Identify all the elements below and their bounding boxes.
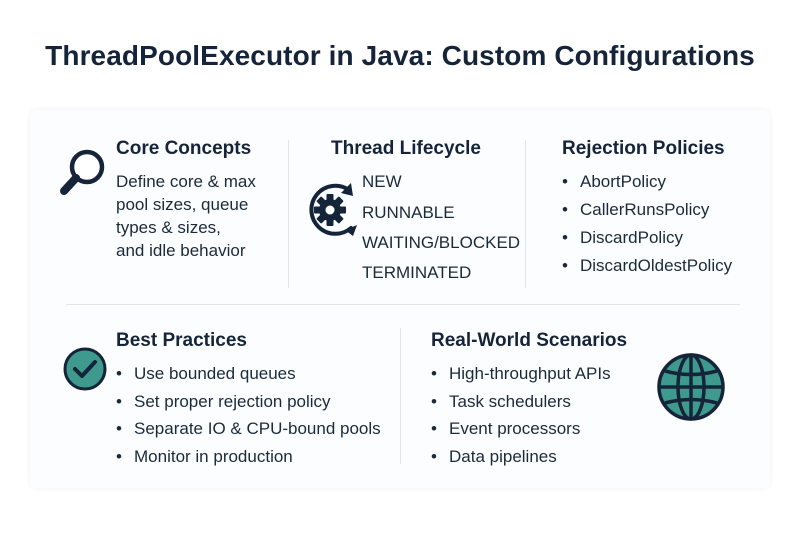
lifecycle-state: NEW (362, 172, 402, 191)
list-item: Separate IO & CPU-bound pools (116, 415, 381, 443)
lifecycle-state: WAITING/BLOCKED (362, 233, 521, 252)
vertical-divider-2 (525, 140, 526, 288)
best-practices-list: Use bounded queues Set proper rejection … (116, 360, 381, 470)
lifecycle-state: RUNNABLE (362, 203, 455, 222)
list-item: AbortPolicy (562, 168, 732, 196)
check-circle-icon (63, 347, 107, 391)
best-practices-heading: Best Practices (116, 330, 247, 351)
horizontal-divider (66, 304, 740, 305)
core-concepts-line: pool sizes, queue (116, 195, 249, 214)
list-item: DiscardOldestPolicy (562, 252, 732, 280)
core-concepts-line: and idle behavior (116, 241, 246, 260)
list-item: High-throughput APIs (431, 360, 611, 388)
list-item: Monitor in production (116, 443, 381, 471)
list-item: DiscardPolicy (562, 224, 732, 252)
list-item: Event processors (431, 415, 611, 443)
list-item: Use bounded queues (116, 360, 381, 388)
vertical-divider-1 (288, 140, 289, 288)
lifecycle-state: TERMINATED (362, 263, 472, 282)
globe-icon (657, 353, 725, 421)
rejection-policies-heading: Rejection Policies (562, 138, 725, 159)
thread-lifecycle-heading: Thread Lifecycle (331, 138, 481, 159)
real-world-scenarios-list: High-throughput APIs Task schedulers Eve… (431, 360, 611, 470)
core-concepts-description: Define core & max pool sizes, queue type… (116, 170, 256, 262)
core-concepts-line: types & sizes, (116, 218, 221, 237)
magnifier-icon (60, 149, 105, 195)
list-item: Task schedulers (431, 388, 611, 416)
vertical-divider-3 (400, 328, 401, 464)
core-concepts-heading: Core Concepts (116, 138, 252, 159)
core-concepts-line: Define core & max (116, 172, 256, 191)
list-item: Set proper rejection policy (116, 388, 381, 416)
list-item: Data pipelines (431, 443, 611, 471)
real-world-scenarios-heading: Real-World Scenarios (431, 330, 628, 351)
page-title: ThreadPoolExecutor in Java: Custom Confi… (45, 40, 755, 71)
gear-cycle-icon (309, 183, 357, 236)
list-item: CallerRunsPolicy (562, 196, 732, 224)
rejection-policies-list: AbortPolicy CallerRunsPolicy DiscardPoli… (562, 168, 732, 280)
